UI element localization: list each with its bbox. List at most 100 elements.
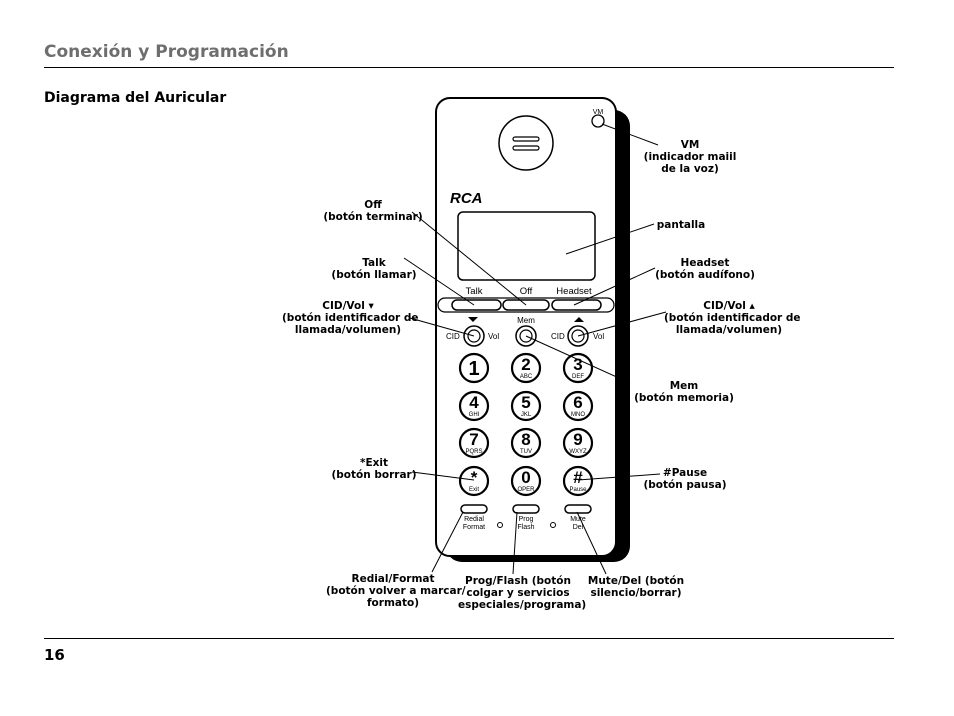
callout-pantalla: pantalla bbox=[656, 219, 706, 231]
vm-indicator-light bbox=[591, 114, 605, 128]
key-letters: Pause bbox=[569, 487, 587, 493]
leader-line-exit bbox=[411, 471, 475, 481]
key-letters: WXYZ bbox=[569, 449, 587, 455]
mute-del-button[interactable] bbox=[564, 504, 592, 514]
key-digit: 8 bbox=[521, 430, 530, 449]
indicator-dot bbox=[497, 522, 503, 528]
key-circle[interactable] bbox=[510, 465, 542, 497]
key-letters: ABC bbox=[520, 374, 533, 380]
key-letters: DEF bbox=[572, 374, 584, 380]
key-circle[interactable] bbox=[458, 427, 490, 459]
talk-label: Talk bbox=[466, 286, 483, 297]
up-arrow-icon bbox=[574, 317, 584, 322]
key-letters: OPER bbox=[517, 487, 535, 493]
leader-line-cid-down bbox=[409, 317, 475, 337]
keypad-key[interactable]: *Exit bbox=[458, 465, 490, 497]
display-screen bbox=[457, 211, 596, 281]
key-digit: 5 bbox=[521, 393, 530, 412]
key-circle[interactable] bbox=[458, 352, 490, 384]
callout-redial: Redial/Format (botón volver a marcar/ fo… bbox=[326, 573, 466, 609]
leader-lines bbox=[403, 123, 667, 575]
talk-button[interactable] bbox=[451, 299, 502, 311]
callout-exit: *Exit (botón borrar) bbox=[331, 457, 417, 481]
callout-talk: Talk (botón llamar) bbox=[331, 257, 417, 281]
key-circle[interactable] bbox=[510, 352, 542, 384]
leader-line-vm bbox=[601, 123, 659, 146]
leader-line-cid-up bbox=[577, 311, 667, 337]
keypad-key[interactable]: 1 bbox=[458, 352, 490, 384]
del-label: Del bbox=[573, 524, 584, 531]
leader-line-mute bbox=[576, 511, 607, 575]
headset-button[interactable] bbox=[551, 299, 602, 311]
prog-flash-button[interactable] bbox=[512, 504, 540, 514]
key-circle[interactable] bbox=[562, 427, 594, 459]
rca-logo: RCA bbox=[450, 190, 483, 207]
key-letters: JKL bbox=[521, 412, 532, 418]
earpiece-slot bbox=[512, 136, 540, 142]
mem-label: Mem bbox=[517, 316, 535, 325]
callout-vm: VM (indicador maiil de la voz) bbox=[643, 139, 737, 175]
key-circle[interactable] bbox=[458, 465, 490, 497]
key-digit: 9 bbox=[573, 430, 582, 449]
key-digit: # bbox=[573, 468, 583, 487]
key-digit: 6 bbox=[573, 393, 582, 412]
key-circle[interactable] bbox=[562, 390, 594, 422]
callout-off: Off (botón terminar) bbox=[323, 199, 423, 223]
key-letters: MNO bbox=[571, 412, 585, 418]
callout-cid-vol-up: CID/Vol ▴ (botón identificador de llamad… bbox=[664, 300, 801, 336]
key-circle[interactable] bbox=[510, 390, 542, 422]
key-letters: GHI bbox=[469, 412, 480, 418]
vol-label: Vol bbox=[488, 332, 499, 341]
section-title: Conexión y Programación bbox=[44, 42, 289, 62]
key-digit: * bbox=[471, 468, 478, 487]
cid-label: CID bbox=[446, 332, 460, 341]
headset-label: Headset bbox=[556, 286, 592, 297]
earpiece bbox=[498, 115, 554, 171]
key-digit: 2 bbox=[521, 355, 530, 374]
leader-line-pantalla bbox=[565, 223, 655, 255]
cid-label: CID bbox=[551, 332, 565, 341]
key-digit: 3 bbox=[573, 355, 582, 374]
key-circle[interactable] bbox=[562, 465, 594, 497]
footer-rule bbox=[44, 638, 894, 639]
vol-label: Vol bbox=[593, 332, 604, 341]
leader-line-off bbox=[411, 211, 527, 306]
leader-line-mem bbox=[525, 335, 631, 384]
key-circle[interactable] bbox=[458, 390, 490, 422]
leader-line-talk bbox=[403, 257, 475, 306]
key-digit: 4 bbox=[469, 393, 479, 412]
redial-format-button[interactable] bbox=[460, 504, 488, 514]
callout-mem: Mem (botón memoria) bbox=[634, 380, 734, 404]
header-rule bbox=[44, 67, 894, 68]
leader-line-prog bbox=[512, 511, 518, 575]
down-arrow-icon bbox=[468, 317, 478, 322]
callout-pause: #Pause (botón pausa) bbox=[643, 467, 727, 491]
leader-line-pause bbox=[577, 473, 661, 481]
indicator-dot bbox=[550, 522, 556, 528]
callout-cid-vol-down: CID/Vol ▾ (botón identificador de llamad… bbox=[282, 300, 419, 336]
key-digit: 7 bbox=[469, 430, 478, 449]
key-circle[interactable] bbox=[562, 352, 594, 384]
callout-prog: Prog/Flash (botón colgar y servicios esp… bbox=[458, 575, 587, 611]
key-digit: 1 bbox=[468, 358, 479, 380]
earpiece-slot bbox=[512, 145, 540, 151]
keypad-key[interactable]: #Pause bbox=[562, 465, 594, 497]
key-circle[interactable] bbox=[510, 427, 542, 459]
vm-label: VM bbox=[593, 109, 604, 116]
mute-label: Mute bbox=[570, 516, 586, 523]
leader-line-headset bbox=[573, 267, 656, 306]
off-label: Off bbox=[520, 286, 533, 297]
leader-line-redial bbox=[431, 511, 464, 573]
callout-mute: Mute/Del (botón silencio/borrar) bbox=[587, 575, 685, 599]
